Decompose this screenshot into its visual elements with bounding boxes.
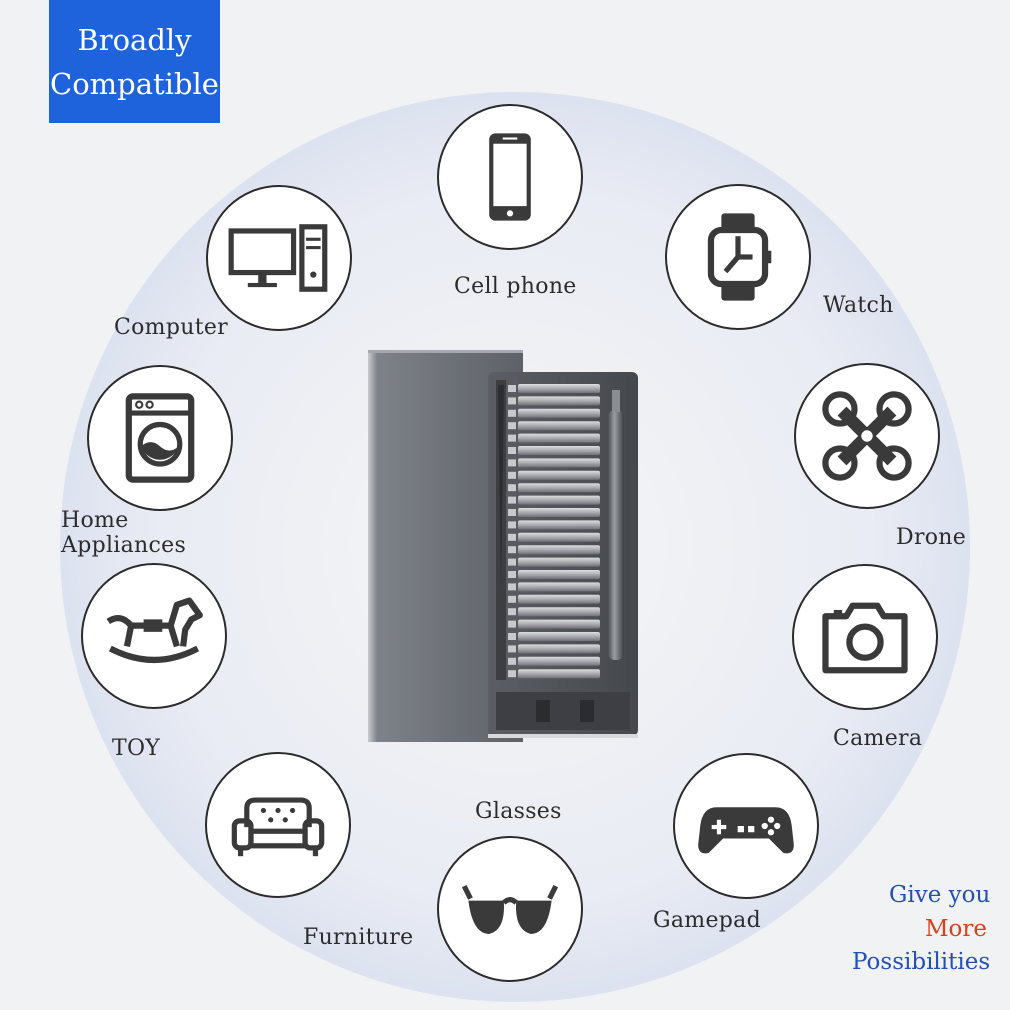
bit-size-tag (508, 496, 516, 504)
bit-size-tag (508, 434, 516, 442)
screwdriver-bit (518, 396, 600, 406)
tagline-line-3: Possibilities (852, 949, 991, 975)
computer-circle (206, 185, 352, 331)
label-gamepad: Gamepad (653, 908, 761, 933)
screwdriver-bit (518, 644, 600, 654)
bit-size-tag (508, 608, 516, 616)
label-home-appliances-line-1: Home (61, 508, 129, 533)
bit-size-tag (508, 471, 516, 479)
bit-size-tag (508, 657, 516, 665)
tagline-line-1: Give you (889, 882, 991, 908)
bit-size-tag (508, 670, 516, 678)
gamepad-icon (698, 807, 794, 854)
screwdriver-bit (518, 495, 600, 505)
label-home-appliances: Home Appliances (61, 508, 186, 558)
screwdriver-bit (518, 570, 600, 579)
bit-size-tag (508, 546, 516, 554)
screwdriver-bit (518, 408, 600, 418)
bit-size-tag (508, 571, 516, 578)
furniture-circle (205, 752, 351, 898)
badge-line-2: Compatible (50, 66, 219, 101)
screwdriver-bit (518, 545, 600, 555)
screwdriver-bit (518, 619, 600, 629)
screwdriver-bit (518, 520, 600, 530)
bit-size-tag (508, 422, 516, 430)
label-glasses: Glasses (475, 799, 562, 824)
camera-circle (792, 564, 938, 710)
label-watch: Watch (823, 293, 894, 318)
screwdriver-bit (518, 656, 600, 666)
label-camera: Camera (833, 726, 923, 751)
bit-size-tag (508, 620, 516, 628)
cell-phone-icon (489, 133, 531, 221)
bit-size-tag (508, 385, 516, 392)
bit-size-tag (508, 509, 516, 516)
bit-size-tag (508, 409, 516, 417)
screwdriver-bit (518, 384, 600, 393)
rocking-horse-icon (106, 597, 203, 664)
screwdriver-bit (518, 594, 600, 604)
label-furniture: Furniture (303, 925, 414, 950)
bit-size-tag (508, 459, 516, 467)
home-appliances-circle (87, 365, 233, 511)
sofa-icon (231, 797, 325, 857)
bit-size-tag (508, 484, 516, 492)
screwdriver-bit (518, 669, 600, 679)
computer-icon (228, 224, 328, 292)
screwdriver-bit (518, 470, 600, 480)
badge-line-1: Broadly (77, 22, 192, 57)
compatible-badge: Broadly Compatible (49, 0, 220, 123)
label-drone: Drone (896, 525, 967, 550)
screwdriver-bit (518, 582, 600, 592)
screwdriver-kit-photo (368, 350, 638, 742)
screwdriver-bit (518, 458, 600, 468)
screwdriver-bit (518, 557, 600, 567)
bit-size-tag (508, 521, 516, 529)
glasses-circle (437, 836, 583, 982)
washing-machine-icon (125, 393, 195, 483)
label-home-appliances-line-2: Appliances (61, 533, 187, 558)
screwdriver-bit (518, 632, 600, 641)
bit-size-tag (508, 397, 516, 405)
bit-size-tag (508, 645, 516, 653)
gamepad-circle (673, 753, 819, 899)
bit-size-tag (508, 633, 516, 640)
bit-size-tag (508, 558, 516, 566)
label-cell-phone: Cell phone (454, 274, 577, 299)
screwdriver-bit (518, 421, 600, 431)
watch-icon (707, 213, 772, 301)
bit-size-tag (508, 595, 516, 603)
screwdriver-bit (518, 446, 600, 455)
toy-circle (81, 563, 227, 709)
bit-size-tag (508, 447, 516, 454)
screwdriver-bit (518, 433, 600, 443)
glasses-icon (461, 884, 559, 934)
camera-icon (822, 602, 908, 674)
screwdriver-bit (518, 483, 600, 493)
bit-size-tag (508, 583, 516, 591)
screwdriver-bit (518, 508, 600, 517)
label-toy: TOY (112, 736, 161, 761)
drone-icon (822, 391, 912, 481)
watch-circle (665, 184, 811, 330)
cell-phone-circle (437, 104, 583, 250)
label-computer: Computer (114, 315, 228, 340)
screwdriver-bit (518, 607, 600, 617)
tagline-line-2: More (925, 916, 988, 942)
screwdriver-bit (518, 532, 600, 542)
bit-size-tag (508, 533, 516, 541)
drone-circle (794, 363, 940, 509)
